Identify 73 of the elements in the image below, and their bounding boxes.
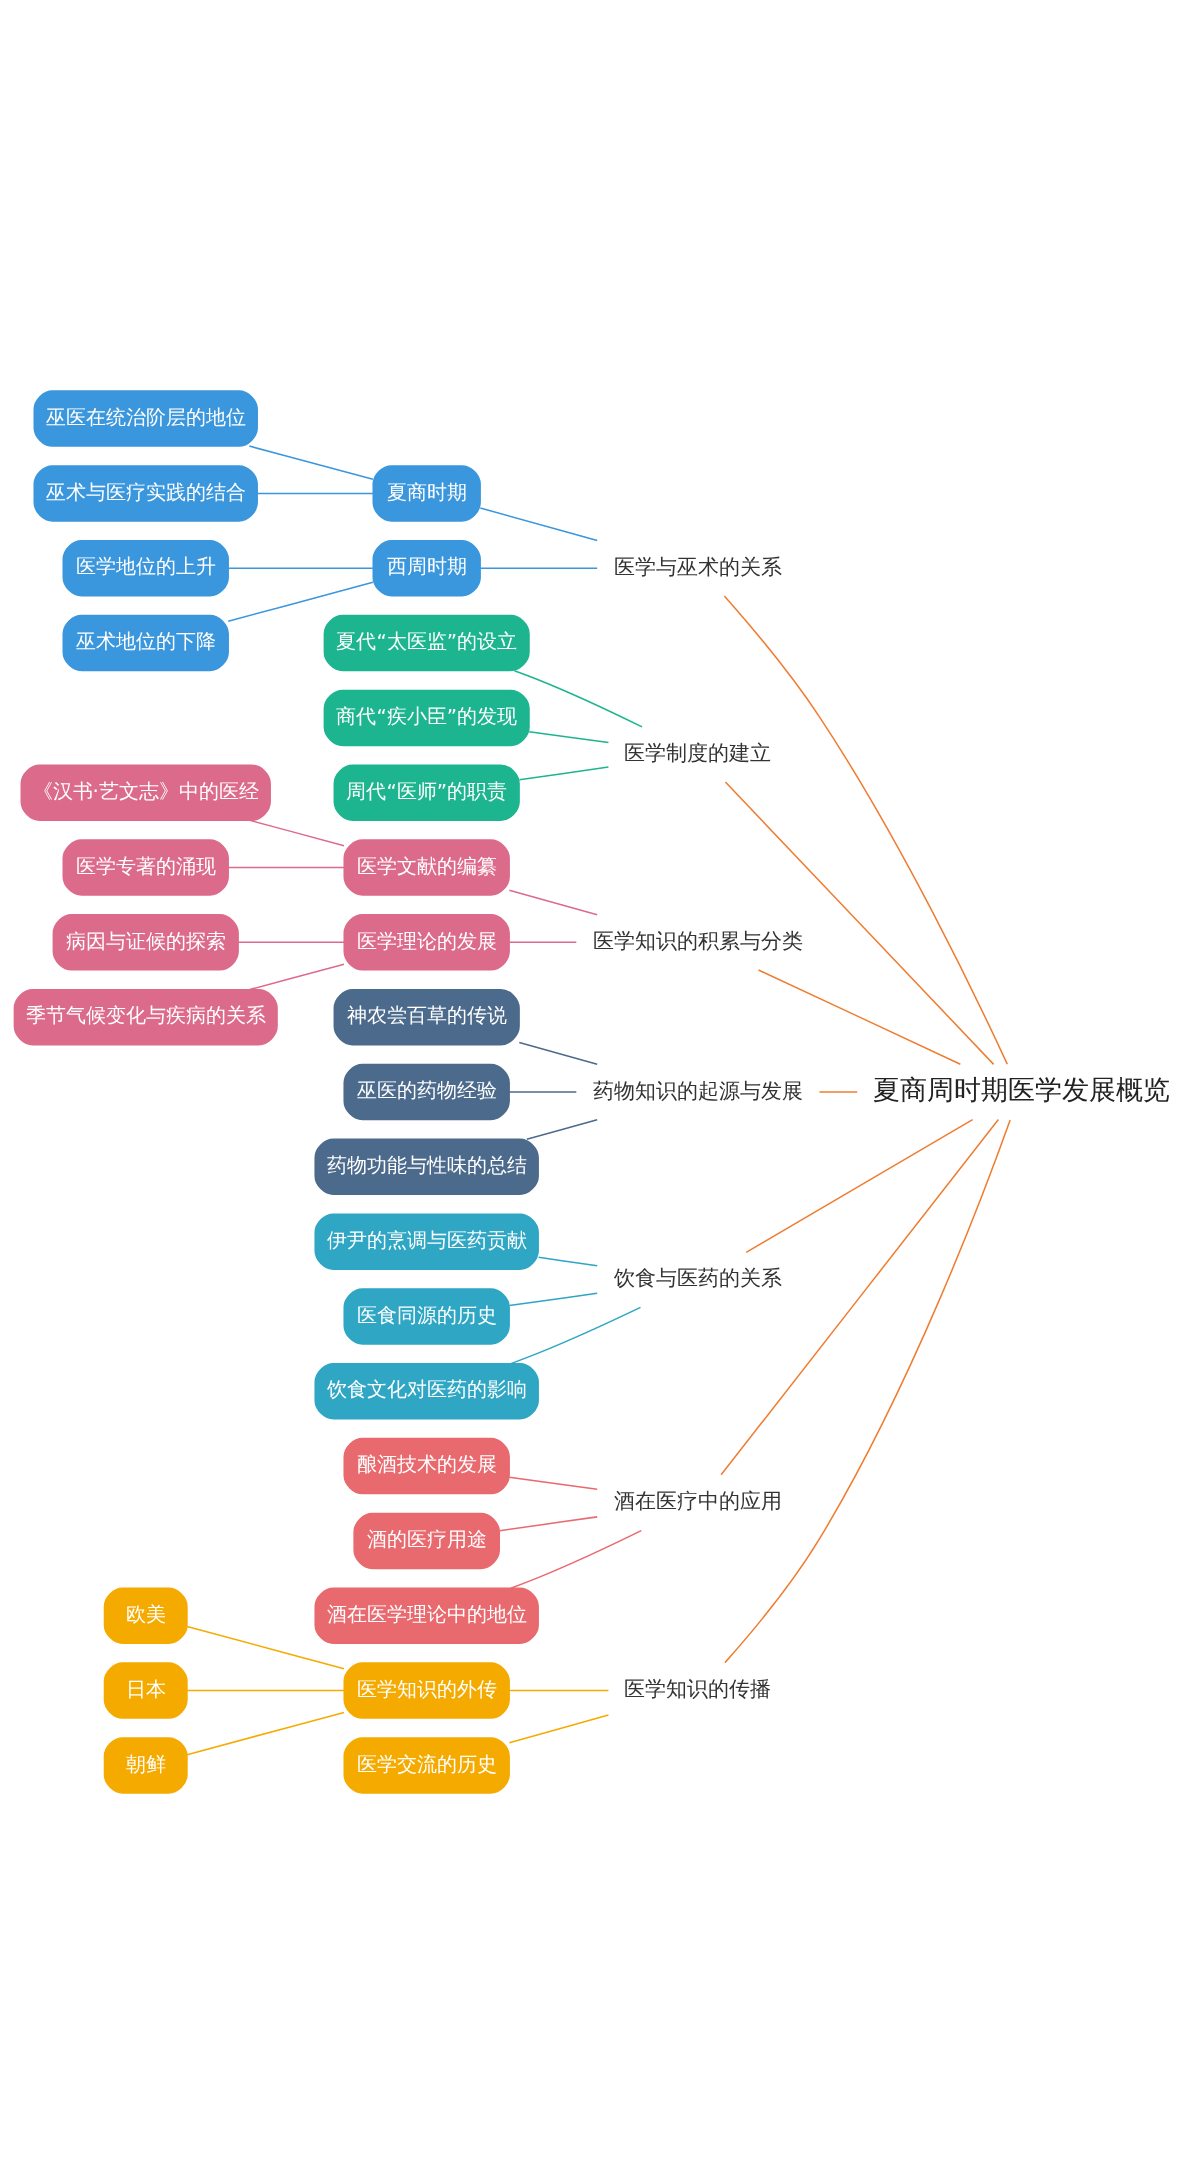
connector [227,581,374,622]
node-box: 周代“医师”的职责 [333,763,520,821]
node-box: 伊尹的烹调与医药贡献 [314,1212,539,1270]
node-box: 《汉书·艺文志》中的医经 [20,763,271,821]
node-box: 医学知识的外传 [343,1661,510,1719]
connector [510,1306,642,1364]
node-box: 药物功能与性味的总结 [314,1138,539,1195]
connector [479,566,598,569]
node-box: 夏商时期 [372,464,481,522]
node-box: 病因与证候的探索 [52,913,239,971]
node-text: 医学知识的传播 [624,1675,772,1701]
node-text: 药物知识的起源与发展 [592,1077,803,1103]
connector [227,866,345,868]
connector [508,1713,610,1743]
node-text: 医学与巫术的关系 [613,553,782,579]
node-box: 巫术与医疗实践的结合 [33,464,258,522]
node-text: 酒在医疗中的应用 [613,1487,782,1513]
node-box: 饮食文化对医药的影响 [314,1362,539,1420]
node-box: 酿酒技术的发展 [343,1437,510,1494]
connector [237,941,345,943]
connector [757,968,962,1065]
connector [528,730,610,743]
connector [498,1515,598,1532]
connector [479,506,598,541]
node-box: 商代“疾小臣”的发现 [323,689,530,746]
node-text: 医学制度的建立 [624,739,772,765]
node-text: 医学知识的积累与分类 [592,927,803,953]
node-box: 医学交流的历史 [343,1736,510,1794]
node-box: 季节气候变化与疾病的关系 [13,988,278,1045]
connector [508,1292,598,1306]
connector [508,1475,598,1490]
connector [526,1118,598,1140]
node-box: 巫医的药物经验 [343,1063,510,1120]
node-box: 日本 [103,1661,188,1719]
node-text: 夏商周时期医学发展概览 [872,1072,1170,1105]
connector [510,1529,643,1589]
node-box: 酒的医疗用途 [353,1512,500,1569]
connector [508,941,578,943]
node-box: 神农尝百草的传说 [333,988,520,1045]
node-box: 医学地位的上升 [62,539,229,596]
connector [249,819,345,846]
connector [518,765,610,780]
connector [723,594,1009,1065]
node-box: 医学文献的编纂 [343,838,510,896]
connector [249,962,345,990]
node-text: 饮食与医药的关系 [613,1264,782,1290]
connector [248,444,374,480]
connector [518,1041,598,1065]
node-box: 医学专著的涌现 [62,838,229,896]
connector [724,1118,1011,1663]
node-box: 巫术地位的下降 [62,614,229,671]
connector [745,1118,974,1253]
connector [186,1689,345,1691]
connector [508,1090,578,1093]
connector [818,1090,858,1093]
node-box: 酒在医学理论中的地位 [314,1587,539,1644]
node-box: 巫医在统治阶层的地位 [33,389,258,447]
node-box: 医学理论的发展 [343,913,510,971]
connector [227,566,374,569]
connector [508,888,598,915]
node-box: 欧美 [103,1587,188,1644]
node-box: 西周时期 [372,539,481,596]
node-box: 医食同源的历史 [343,1287,510,1345]
connector [508,1689,610,1691]
connector [186,1625,345,1669]
connector [720,1118,1000,1476]
connector [256,492,374,494]
connector [513,669,643,728]
node-box: 朝鲜 [103,1736,188,1794]
connector [537,1256,598,1266]
connector [724,780,995,1065]
node-box: 夏代“太医监”的设立 [323,614,530,671]
connector [186,1711,345,1755]
